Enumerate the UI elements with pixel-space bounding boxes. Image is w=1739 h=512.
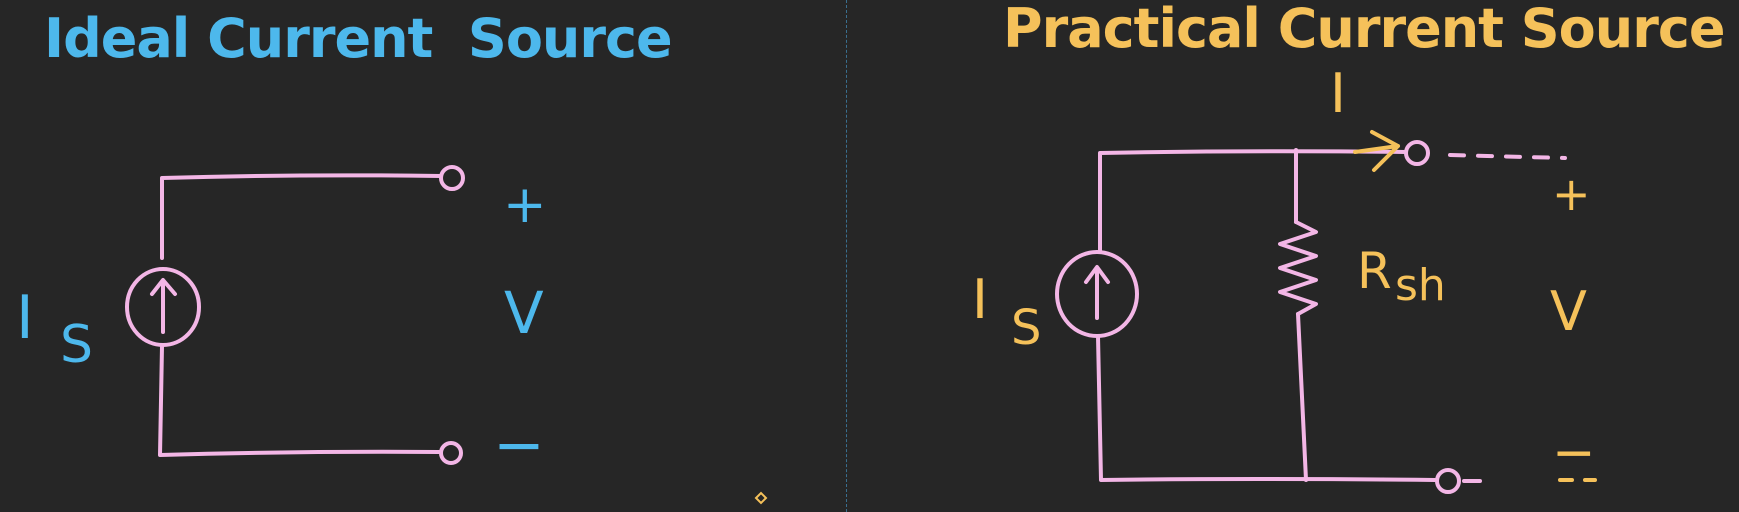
practical-resistor-subscript: sh	[1395, 260, 1446, 311]
practical-resistor-wire-bottom	[1296, 312, 1308, 482]
practical-source-arrow-icon	[1084, 265, 1110, 320]
ideal-source-subscript: S	[60, 315, 93, 375]
ideal-circuit	[125, 165, 465, 465]
practical-voltage-label: V	[1550, 280, 1587, 343]
practical-current-arrow-icon	[1353, 130, 1400, 172]
practical-top-terminal	[1404, 140, 1430, 166]
ideal-title: Ideal Current Source	[44, 7, 673, 70]
cursor-icon	[754, 491, 768, 505]
practical-plus-label: +	[1552, 167, 1591, 221]
practical-open-dashed-line	[1448, 153, 1567, 160]
practical-source-subscript: S	[1011, 300, 1041, 356]
ideal-bottom-wire	[158, 344, 441, 457]
practical-resistor-label: R	[1357, 242, 1392, 300]
practical-current-label: I	[1330, 62, 1346, 125]
ideal-minus-label: −	[493, 408, 545, 481]
practical-minus-label: −	[1552, 423, 1596, 483]
practical-bottom-terminal	[1435, 468, 1461, 494]
practical-resistor	[1278, 220, 1318, 316]
ideal-source-arrow-icon	[150, 278, 177, 334]
practical-circuit	[1055, 140, 1567, 494]
practical-left-top-wire	[1098, 149, 1408, 254]
ideal-source-label: I	[16, 283, 34, 353]
ideal-voltage-label: V	[504, 279, 544, 347]
practical-labels: I I S R sh + V −	[972, 62, 1596, 483]
ideal-top-wire	[160, 173, 443, 260]
practical-left-bottom-wire	[1096, 334, 1437, 482]
ideal-bottom-terminal	[439, 441, 463, 465]
practical-source-label: I	[972, 268, 988, 331]
practical-title: Practical Current Source	[1003, 0, 1725, 60]
section-divider	[846, 0, 847, 512]
ideal-plus-label: +	[503, 175, 547, 235]
ideal-top-terminal	[439, 165, 465, 191]
ideal-labels: I S + V −	[16, 175, 547, 481]
